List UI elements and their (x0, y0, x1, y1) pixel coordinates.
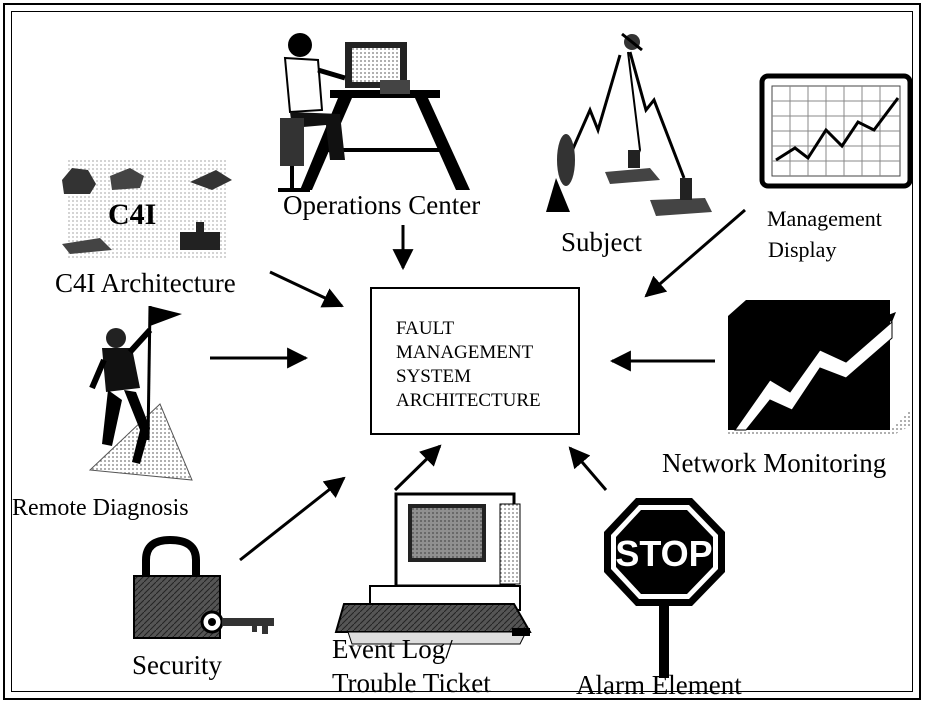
stop-sign-text: STOP (615, 533, 712, 574)
center-line-2: MANAGEMENT (396, 342, 534, 363)
fault-management-system-box: FAULT MANAGEMENT SYSTEM ARCHITECTURE (370, 287, 580, 435)
arrow-c4i (269, 270, 344, 308)
label-remote-diagnosis: Remote Diagnosis (12, 495, 189, 521)
climber-flag-icon (88, 305, 193, 481)
chart-monitor-icon (759, 73, 913, 189)
label-c4i-architecture: C4I Architecture (55, 268, 236, 298)
padlock-key-icon (133, 535, 274, 639)
label-management-display-line2: Display (768, 237, 837, 262)
label-alarm-element: Alarm Element (576, 670, 742, 700)
c4i-badge: C4I (108, 198, 157, 231)
arrow-management-display (644, 208, 746, 298)
network-question-mark: ? (808, 294, 823, 330)
label-security: Security (132, 650, 222, 680)
label-management-display-line1: Management (767, 206, 882, 231)
c4i-collage-icon (62, 160, 232, 260)
rising-graph-icon (728, 300, 910, 436)
label-subject: Subject (561, 227, 642, 257)
computer-terminal-icon (334, 492, 532, 645)
center-line-1: FAULT (396, 318, 455, 339)
label-event-log-line2: Trouble Ticket (332, 668, 491, 698)
satellite-ships-icon (546, 32, 712, 216)
diagram-inner-border (11, 11, 913, 692)
center-line-3: SYSTEM (396, 366, 471, 387)
label-operations-center: Operations Center (283, 190, 481, 220)
label-event-log-line1: Event Log/ (332, 634, 453, 664)
stop-sign-icon: STOP (604, 498, 725, 678)
label-network-monitoring: Network Monitoring (662, 448, 887, 478)
arrow-alarm-element (568, 446, 608, 491)
center-line-4: ARCHITECTURE (396, 390, 541, 411)
arrow-security (239, 476, 346, 562)
arrow-event-log (393, 444, 442, 492)
operator-at-workstation-icon (278, 33, 470, 192)
